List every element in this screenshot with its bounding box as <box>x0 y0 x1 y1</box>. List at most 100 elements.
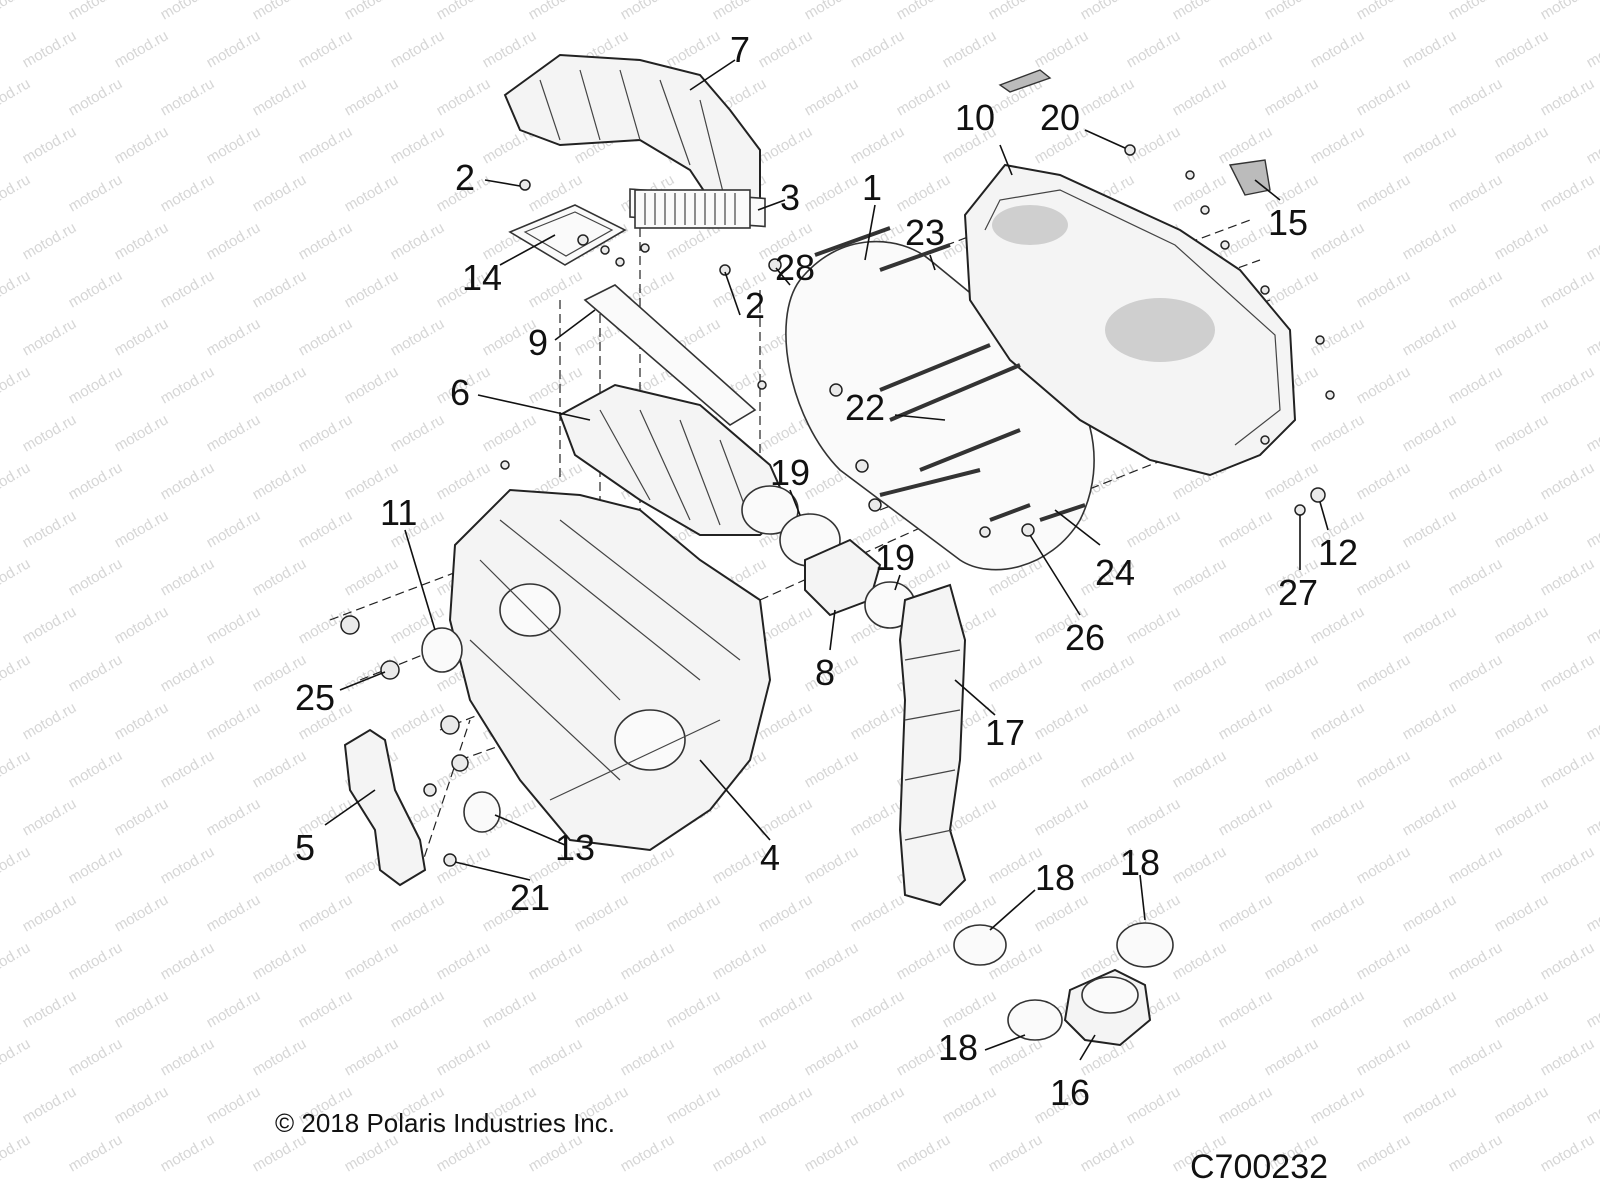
watermark-text: motod.ru <box>894 939 954 983</box>
callout-2-mid: 2 <box>745 285 765 326</box>
watermark-text: motod.ru <box>112 219 172 263</box>
watermark-text: motod.ru <box>894 171 954 215</box>
watermark-text: motod.ru <box>0 843 33 887</box>
outer-clutch-cover <box>963 163 1297 477</box>
watermark-text: motod.ru <box>1078 1131 1138 1175</box>
watermark-text: motod.ru <box>112 795 172 839</box>
inner-clutch-cover <box>448 488 772 852</box>
watermark-text: motod.ru <box>1124 603 1184 647</box>
watermark-text: motod.ru <box>158 747 218 791</box>
intake-screen <box>634 189 751 229</box>
watermark-text: motod.ru <box>1032 795 1092 839</box>
watermark-text: motod.ru <box>848 1083 908 1127</box>
watermark-text: motod.ru <box>434 843 494 887</box>
watermark-text: motod.ru <box>1216 507 1276 551</box>
watermark-text: motod.ru <box>802 939 862 983</box>
watermark-text: motod.ru <box>158 651 218 695</box>
watermark-text: motod.ru <box>296 411 356 455</box>
watermark-text: motod.ru <box>66 651 126 695</box>
watermark-text: motod.ru <box>618 939 678 983</box>
watermark-text: motod.ru <box>802 1131 862 1175</box>
watermark-text: motod.ru <box>1400 987 1460 1031</box>
watermark-text: motod.ru <box>250 747 310 791</box>
watermark-text: motod.ru <box>0 75 33 119</box>
watermark-text: motod.ru <box>0 1131 33 1175</box>
watermark-text: motod.ru <box>20 315 80 359</box>
callout-15: 15 <box>1268 202 1308 243</box>
watermark-text: motod.ru <box>1216 1083 1276 1127</box>
watermark-text: motod.ru <box>158 1131 218 1175</box>
watermark-text: motod.ru <box>204 27 264 71</box>
watermark-text: motod.ru <box>756 891 816 935</box>
watermark-text: motod.ru <box>1538 363 1598 407</box>
watermark-text: motod.ru <box>1492 27 1552 71</box>
watermark-text: motod.ru <box>1354 651 1414 695</box>
watermark-text: motod.ru <box>526 939 586 983</box>
watermark-text: motod.ru <box>1400 411 1460 455</box>
copyright-notice: © 2018 Polaris Industries Inc. <box>275 1108 615 1138</box>
watermark-text: motod.ru <box>66 843 126 887</box>
watermark-text: motod.ru <box>66 1035 126 1079</box>
watermark-text: motod.ru <box>204 699 264 743</box>
watermark-text: motod.ru <box>1170 171 1230 215</box>
watermark-text: motod.ru <box>342 0 402 23</box>
watermark-text: motod.ru <box>296 315 356 359</box>
watermark-text: motod.ru <box>342 939 402 983</box>
decal-top <box>998 69 1052 93</box>
callout-22: 22 <box>845 387 885 428</box>
watermark-text: motod.ru <box>802 75 862 119</box>
mounting-bracket <box>343 728 427 887</box>
watermark-text: motod.ru <box>664 27 724 71</box>
watermark-text: motod.ru <box>1354 555 1414 599</box>
watermark-text: motod.ru <box>1584 411 1600 455</box>
watermark-text: motod.ru <box>158 459 218 503</box>
watermark-text: motod.ru <box>1078 0 1138 23</box>
callout-5: 5 <box>295 827 315 868</box>
watermark-text: motod.ru <box>112 891 172 935</box>
watermark-text: motod.ru <box>1170 843 1230 887</box>
watermark-text: motod.ru <box>1262 939 1322 983</box>
callout-11: 11 <box>380 492 417 533</box>
watermark-text: motod.ru <box>1078 75 1138 119</box>
watermark-text: motod.ru <box>1216 891 1276 935</box>
watermark-text: motod.ru <box>940 987 1000 1031</box>
watermark-text: motod.ru <box>434 939 494 983</box>
watermark-text: motod.ru <box>1262 1035 1322 1079</box>
watermark-text: motod.ru <box>296 123 356 167</box>
leader-lines <box>324 59 1329 1061</box>
watermark-text: motod.ru <box>480 27 540 71</box>
clamp-18-b <box>1116 922 1174 968</box>
watermark-text: motod.ru <box>250 171 310 215</box>
watermark-text: motod.ru <box>1354 267 1414 311</box>
watermark-text: motod.ru <box>1032 27 1092 71</box>
watermark-text: motod.ru <box>526 1035 586 1079</box>
watermark-text: motod.ru <box>1446 555 1506 599</box>
watermark-text: motod.ru <box>1262 651 1322 695</box>
watermark-text: motod.ru <box>1584 219 1600 263</box>
watermark-text: motod.ru <box>66 267 126 311</box>
inspection-cover <box>508 204 627 266</box>
watermark-text: motod.ru <box>20 507 80 551</box>
watermark-text: motod.ru <box>1446 0 1506 23</box>
watermark-text: motod.ru <box>112 411 172 455</box>
watermark-text: motod.ru <box>756 27 816 71</box>
watermark-text: motod.ru <box>1032 699 1092 743</box>
watermark-text: motod.ru <box>1354 75 1414 119</box>
watermark-text: motod.ru <box>1538 843 1598 887</box>
watermark-text: motod.ru <box>1216 27 1276 71</box>
callout-3: 3 <box>780 177 800 218</box>
watermark-text: motod.ru <box>1354 1035 1414 1079</box>
watermark-text: motod.ru <box>388 699 448 743</box>
plugs-25 <box>340 615 469 772</box>
watermark-text: motod.ru <box>1538 75 1598 119</box>
watermark-text: motod.ru <box>1170 0 1230 23</box>
watermark-text: motod.ru <box>802 0 862 23</box>
watermark-text: motod.ru <box>112 123 172 167</box>
filter-housing <box>558 383 799 536</box>
watermark-text: motod.ru <box>434 459 494 503</box>
watermark-text: motod.ru <box>1492 507 1552 551</box>
watermark-text: motod.ru <box>1446 1131 1506 1175</box>
watermark-text: motod.ru <box>0 651 33 695</box>
watermark-text: motod.ru <box>0 459 33 503</box>
